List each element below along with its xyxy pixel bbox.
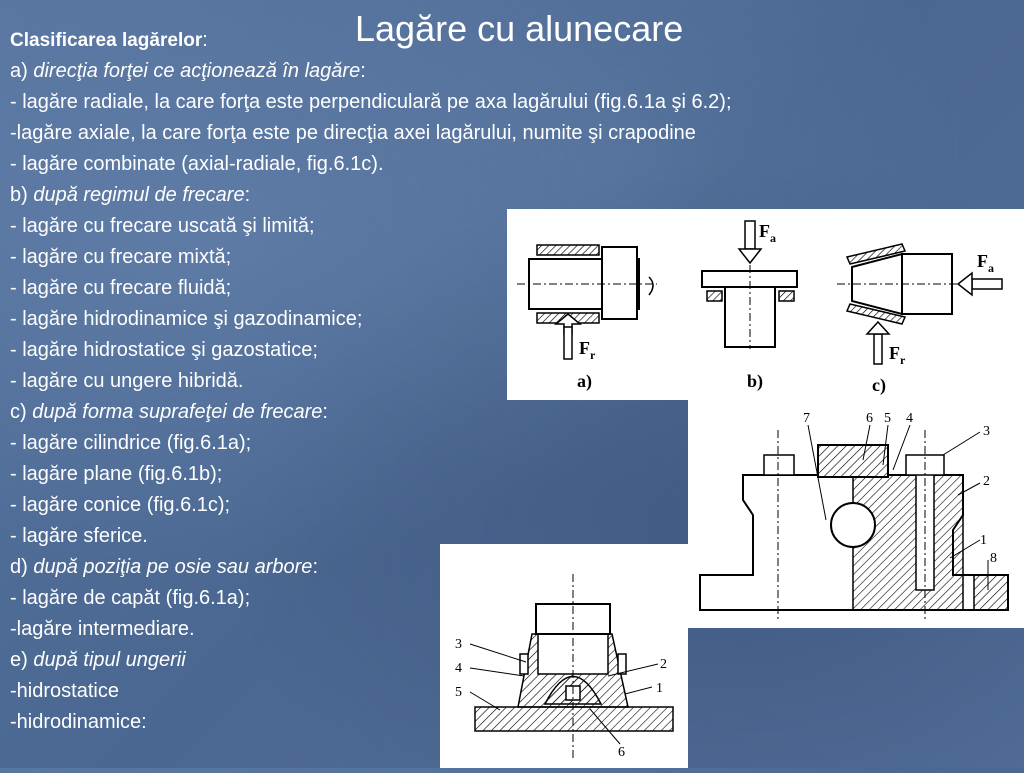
heading-line: Clasificarea lagărelor: xyxy=(10,29,208,51)
list-item: - lagăre cu frecare fluidă; xyxy=(10,277,232,299)
radial-bearing-sketch: F r a) xyxy=(517,244,657,392)
svg-text:8: 8 xyxy=(990,551,997,566)
svg-text:r: r xyxy=(900,353,906,367)
bearing-types-figure: F r a) F a b) F a xyxy=(507,209,1024,400)
list-item: - lagăre plane (fig.6.1b); xyxy=(10,463,223,485)
svg-text:7: 7 xyxy=(803,411,810,426)
svg-text:1: 1 xyxy=(656,681,663,696)
split-bearing-drawing: 7 6 5 4 3 2 1 8 xyxy=(699,411,1009,620)
svg-text:5: 5 xyxy=(884,411,891,426)
svg-text:a: a xyxy=(988,261,994,275)
svg-text:4: 4 xyxy=(455,661,462,676)
list-item: -lagăre intermediare. xyxy=(10,618,195,640)
svg-text:F: F xyxy=(579,338,590,358)
list-item: -hidrodinamice: xyxy=(10,711,147,733)
list-item: e) după tipul ungerii xyxy=(10,649,186,671)
list-item: - lagăre cilindrice (fig.6.1a); xyxy=(10,432,252,454)
spherical-bearing-figure: 3 4 5 2 1 6 xyxy=(440,544,688,768)
list-item: - lagăre cu frecare uscată şi limită; xyxy=(10,215,315,237)
list-item: a) direcţia forţei ce acţionează în lagă… xyxy=(10,60,366,82)
list-item: -lagăre axiale, la care forţa este pe di… xyxy=(10,122,696,144)
list-item: - lagăre hidrodinamice şi gazodinamice; xyxy=(10,308,363,330)
spherical-bearing-drawing: 3 4 5 2 1 6 xyxy=(455,574,674,760)
list-item: - lagăre combinate (axial-radiale, fig.6… xyxy=(10,153,384,175)
svg-text:2: 2 xyxy=(983,474,990,489)
figure-label-b: b) xyxy=(747,371,763,392)
svg-text:4: 4 xyxy=(906,411,913,426)
svg-text:F: F xyxy=(759,221,770,241)
list-item: - lagăre cu ungere hibridă. xyxy=(10,370,244,392)
list-item: d) după poziţia pe osie sau arbore: xyxy=(10,556,318,578)
list-item: - lagăre de capăt (fig.6.1a); xyxy=(10,587,251,609)
list-item: - lagăre sferice. xyxy=(10,525,148,547)
list-item: b) după regimul de frecare: xyxy=(10,184,251,206)
svg-text:3: 3 xyxy=(455,637,462,652)
svg-text:6: 6 xyxy=(618,745,625,760)
svg-text:5: 5 xyxy=(455,685,462,700)
svg-text:2: 2 xyxy=(660,657,667,672)
axial-bearing-sketch: F a b) xyxy=(701,220,798,392)
slide-title: Lagăre cu alunecare xyxy=(355,8,684,49)
list-item: - lagăre radiale, la care forţa este per… xyxy=(10,91,732,113)
svg-text:F: F xyxy=(977,251,988,271)
list-item: - lagăre conice (fig.6.1c); xyxy=(10,494,231,516)
svg-text:1: 1 xyxy=(980,533,987,548)
combined-bearing-sketch: F a F r c) xyxy=(837,243,1003,396)
list-item: - lagăre hidrostatice şi gazostatice; xyxy=(10,339,318,361)
svg-text:6: 6 xyxy=(866,411,873,426)
svg-text:r: r xyxy=(590,348,596,362)
svg-text:F: F xyxy=(889,343,900,363)
figure-label-a: a) xyxy=(577,371,592,392)
figure-label-c: c) xyxy=(872,375,886,396)
classification-heading: Clasificarea lagărelor xyxy=(10,30,203,51)
list-item: c) după forma suprafeţei de frecare: xyxy=(10,401,328,423)
list-item: -hidrostatice xyxy=(10,680,119,702)
list-item: - lagăre cu frecare mixtă; xyxy=(10,246,232,268)
bearing-types-drawing: F r a) F a b) F a xyxy=(517,220,1003,396)
split-bearing-figure: 7 6 5 4 3 2 1 8 xyxy=(688,400,1024,628)
svg-text:a: a xyxy=(770,231,776,245)
svg-text:3: 3 xyxy=(983,424,990,439)
